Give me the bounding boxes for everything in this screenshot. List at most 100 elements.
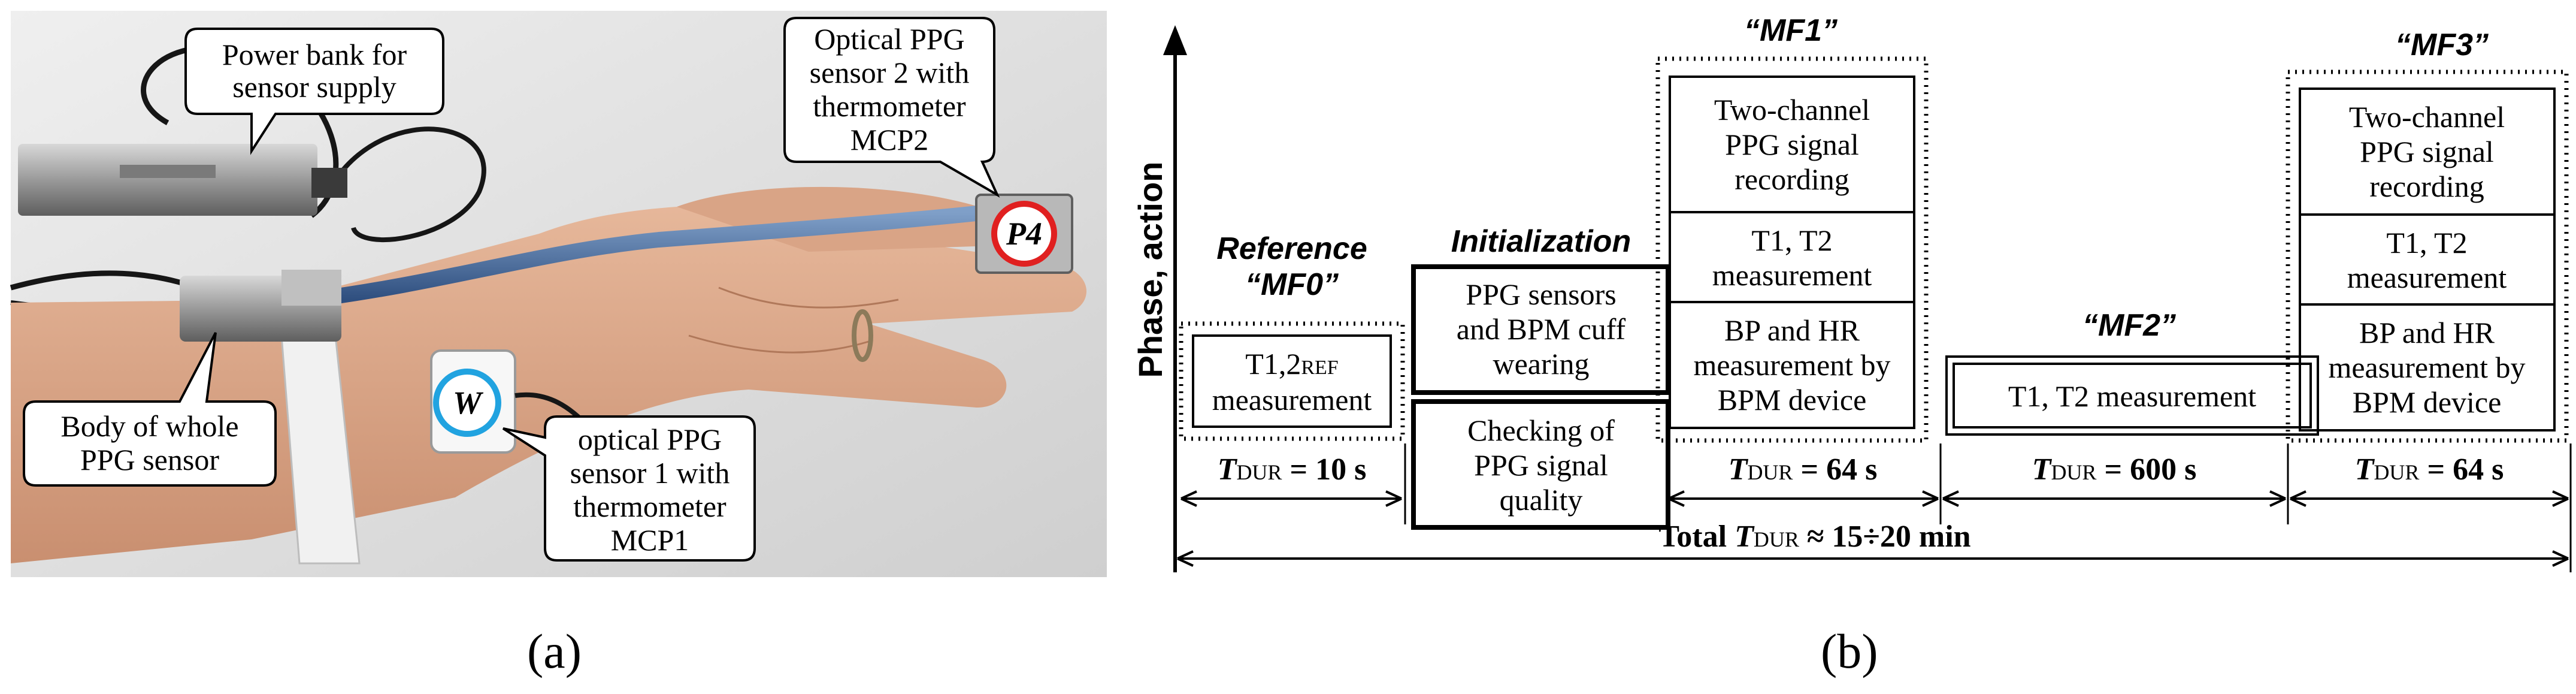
- svg-text:Power bank for: Power bank for: [222, 38, 407, 71]
- init-title: Initialization: [1451, 224, 1631, 259]
- marker-p4: P4: [991, 201, 1057, 267]
- duration-arrow-total: [1177, 550, 2569, 567]
- total-duration-prefix: Total: [1658, 520, 1735, 554]
- init-box-2-line3: quality: [1500, 483, 1583, 517]
- callout-sensor-1-line1: optical PPG: [578, 423, 722, 456]
- mf2-title: “MF2”: [2082, 308, 2176, 343]
- mf1-box-3-line2: measurement by: [1693, 348, 1890, 382]
- mf1-title: “MF1”: [1744, 13, 1838, 48]
- mf1-duration-value: = 64 s: [1793, 452, 1877, 487]
- mf3-box-3-line2: measurement by: [2328, 351, 2525, 384]
- svg-text:TDUR = 10 s: TDUR = 10 s: [1218, 452, 1367, 487]
- svg-text:TDUR = 64 s: TDUR = 64 s: [1729, 452, 1878, 487]
- mf0-box-main: T1,2: [1245, 347, 1301, 381]
- mf3-box-3: [2299, 303, 2556, 432]
- callout-sensor-2-line4: MCP2: [850, 123, 929, 156]
- callout-sensor-2-line3: thermometer: [813, 89, 966, 123]
- mf3-duration-value: = 64 s: [2419, 452, 2504, 487]
- mf1-box-2-line2: measurement: [1712, 258, 1872, 292]
- callout-sensor-1-line3: thermometer: [573, 490, 727, 523]
- mf3-box-2-line1: T1, T2: [2386, 226, 2467, 260]
- mf3-box-1-line1: Two-channel: [2349, 100, 2505, 134]
- callout-sensor-body-line2: PPG sensor: [80, 443, 219, 476]
- callout-sensor-1-line2: sensor 1 with: [570, 456, 730, 490]
- duration-arrow-mf0: [1180, 490, 1402, 507]
- marker-p4-text: P4: [1006, 216, 1042, 252]
- y-axis-label: Phase, action: [1131, 161, 1169, 378]
- black-cable: [333, 126, 486, 242]
- mf1-dotted-frame: [1655, 56, 1929, 443]
- svg-text:sensor supply: sensor supply: [232, 70, 396, 104]
- mf1-box-3-line3: BPM device: [1718, 383, 1867, 417]
- svg-text:Total TDUR ≈ 15÷20 min: Total TDUR ≈ 15÷20 min: [1658, 520, 1970, 554]
- marker-w: W: [433, 369, 501, 437]
- mf3-box-1-line3: recording: [2369, 170, 2484, 203]
- callout-sensor-body: Body of whole PPG sensor: [23, 332, 277, 487]
- callout-sensor-2: Optical PPG sensor 2 with thermometer MC…: [783, 17, 1000, 198]
- mf0-duration-sub: DUR: [1236, 460, 1282, 484]
- marker-w-text: W: [453, 385, 484, 421]
- mf1-box-3: [1669, 301, 1915, 429]
- total-duration-value: ≈ 15÷20 min: [1799, 520, 1971, 554]
- power-bank: [18, 144, 347, 216]
- total-duration-sub: DUR: [1754, 527, 1799, 551]
- caption-b: (b): [1821, 624, 1878, 678]
- mf2-duration-t: T: [2032, 452, 2053, 487]
- mf0-duration-t: T: [1218, 452, 1238, 487]
- arm: [11, 207, 1086, 563]
- callout-power-bank-line2: sensor supply: [232, 70, 396, 104]
- mf0-duration-value: = 10 s: [1282, 452, 1366, 487]
- mf0-title-2: “MF0”: [1245, 267, 1339, 302]
- callout-sensor-1: optical PPG sensor 1 with thermometer MC…: [502, 415, 756, 562]
- blue-cable: [304, 205, 990, 307]
- duration-arrow-mf1: [1668, 490, 1939, 507]
- init-box-2-line2: PPG signal: [1474, 448, 1608, 482]
- init-box-2: [1411, 399, 1670, 530]
- init-box-1-line1: PPG sensors: [1466, 277, 1616, 311]
- vertical-axis: [1163, 25, 1187, 572]
- mf2-box-outer: [1945, 355, 2319, 436]
- init-box-1-line2: and BPM cuff: [1457, 312, 1626, 346]
- sensor-photo: P4 W Power bank for sensor supply Optica…: [10, 11, 1107, 577]
- ppg-sensor-body: [180, 270, 341, 342]
- svg-text:TDUR = 600 s: TDUR = 600 s: [2032, 452, 2197, 487]
- mf1-duration-sub: DUR: [1747, 460, 1793, 484]
- mf1-box-1-line3: recording: [1735, 162, 1849, 196]
- mf3-duration-t: T: [2355, 452, 2375, 487]
- palm-crease: [688, 334, 869, 354]
- palm-crease: [718, 286, 899, 309]
- mf0-dotted-frame: [1179, 321, 1405, 441]
- callout-sensor-2-line1: Optical PPG: [814, 22, 964, 56]
- init-box-1-line3: wearing: [1493, 347, 1589, 381]
- callout-sensor-body-line1: Body of whole: [60, 409, 238, 443]
- ring: [852, 309, 873, 362]
- callout-power-bank-line1: Power bank for: [222, 38, 407, 71]
- total-duration-t: T: [1735, 520, 1755, 554]
- mf3-title: “MF3”: [2395, 28, 2489, 62]
- init-box-2-line1: Checking of: [1467, 414, 1615, 447]
- caption-a: (a): [527, 624, 582, 678]
- mf0-box-line2: measurement: [1212, 383, 1372, 417]
- callout-sensor-1-line4: MCP1: [611, 523, 689, 557]
- mf3-duration-sub: DUR: [2374, 460, 2419, 484]
- callout-sensor-2-line2: sensor 2 with: [810, 56, 970, 89]
- duration-arrow-mf3: [2290, 490, 2569, 507]
- mf1-box-1-line1: Two-channel: [1714, 93, 1870, 126]
- mf1-box-1-line2: PPG signal: [1725, 128, 1859, 161]
- protocol-diagram: Phase, action Reference “MF0” T1,2REF me…: [1131, 13, 2572, 572]
- mf3-box-1-line2: PPG signal: [2360, 135, 2494, 168]
- svg-text:TDUR = 64 s: TDUR = 64 s: [2355, 452, 2504, 487]
- mf1-duration-t: T: [1729, 452, 1749, 487]
- callout-power-bank: Power bank for sensor supply: [184, 28, 444, 155]
- mf0-box-sub: REF: [1301, 357, 1338, 379]
- mf2-box-text: T1, T2 measurement: [2008, 379, 2256, 413]
- mf3-box-2-line2: measurement: [2347, 261, 2507, 294]
- svg-text:T1,2REF: T1,2REF: [1245, 347, 1338, 381]
- mf3-box-3-line1: BP and HR: [2359, 316, 2495, 349]
- duration-arrow-mf2: [1942, 490, 2286, 507]
- mf3-box-3-line3: BPM device: [2353, 385, 2502, 419]
- mf1-box-3-line1: BP and HR: [1724, 313, 1860, 347]
- mf2-duration-value: = 600 s: [2096, 452, 2196, 487]
- mf2-duration-sub: DUR: [2051, 460, 2096, 484]
- init-box-1: [1411, 264, 1670, 395]
